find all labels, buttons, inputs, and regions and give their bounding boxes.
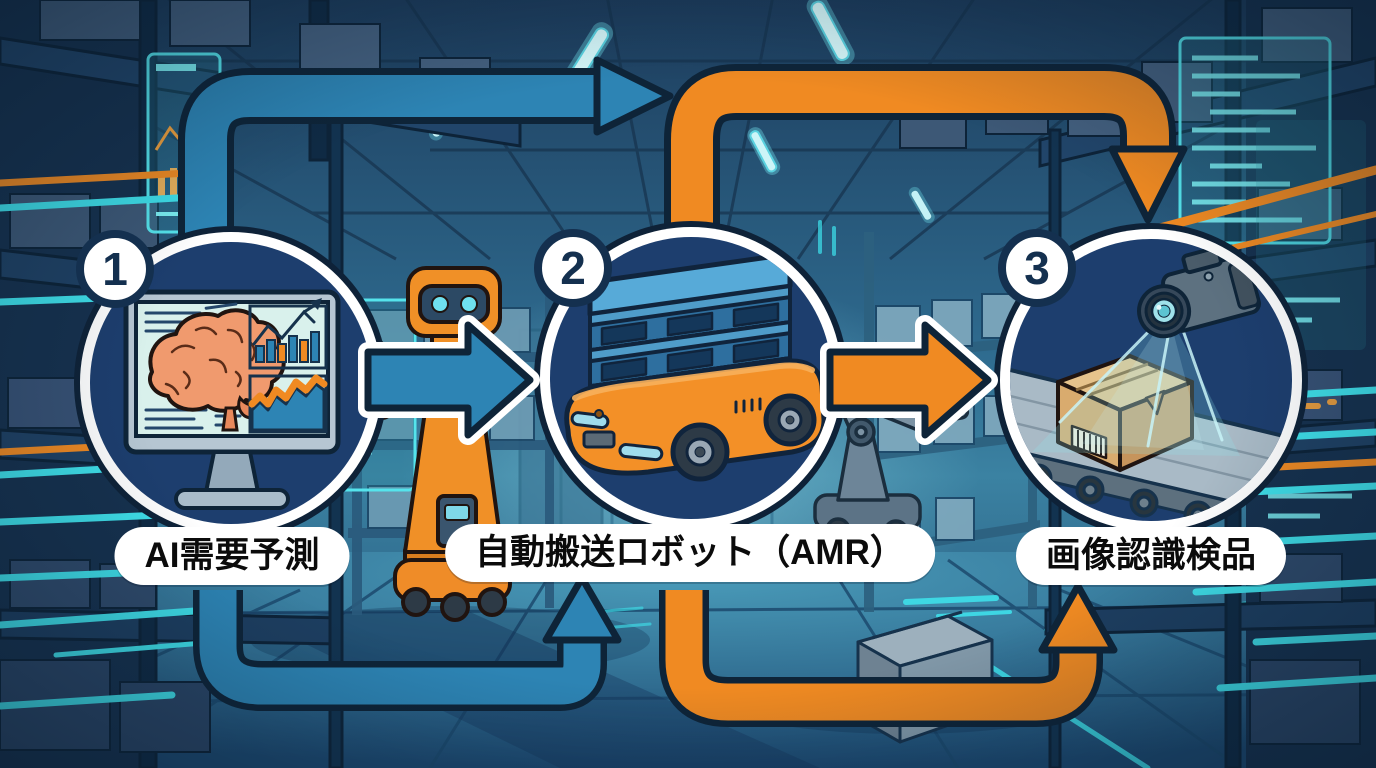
- step-number-badge-1: 1: [76, 230, 154, 308]
- step-number-badge-3: 3: [998, 229, 1076, 307]
- step-label-1: AI需要予測: [114, 527, 350, 585]
- step-label-2: 自動搬送ロボット（AMR）: [445, 524, 935, 582]
- step-label-3: 画像認識検品: [1015, 527, 1287, 585]
- step-number-badge-2: 2: [534, 229, 612, 307]
